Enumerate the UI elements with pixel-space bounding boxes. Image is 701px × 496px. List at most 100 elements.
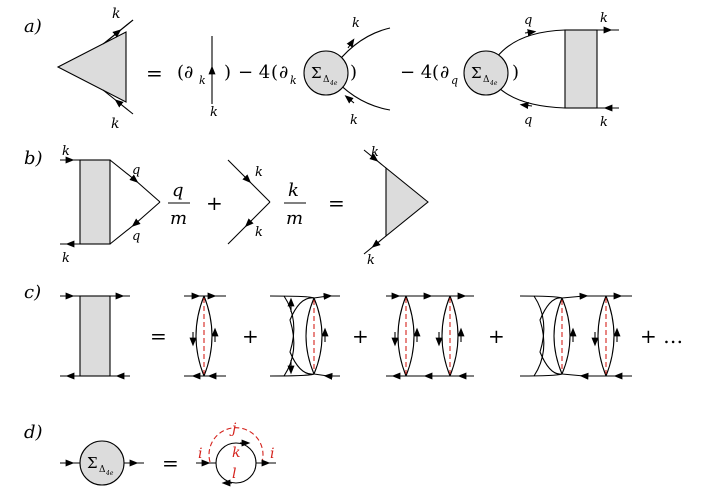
partial-sub-q: q (451, 74, 458, 87)
box-b (79, 159, 111, 245)
sigma-1: Σ (311, 64, 322, 82)
ladder-one-rung (184, 292, 226, 380)
b-label-k-bottom: k (62, 251, 70, 266)
b-triangle-top (109, 159, 161, 203)
b-label-k-v-top: k (255, 165, 263, 180)
c4-top-mid (561, 292, 606, 300)
panel-b: b) k k q q q m + k k k m = k k (24, 144, 429, 268)
b-rhs-leg-top (363, 149, 387, 169)
c4-cross-2 (533, 297, 563, 377)
c2-bottom-out (313, 372, 340, 380)
b-triangle-bottom (109, 201, 161, 245)
label-k-box-bottom: k (600, 115, 608, 130)
arrow-top-2 (346, 38, 355, 49)
self-energy-blob-d (79, 440, 125, 486)
plus-sign-c2: + (352, 324, 369, 348)
box-a (564, 29, 598, 109)
c1-loop-left (195, 295, 205, 377)
c2-loop-right (313, 297, 323, 375)
arrow-q-bottom (519, 102, 533, 110)
sigma-2: Σ (471, 64, 482, 82)
c4-bottom-mid (561, 372, 606, 380)
minus-four-2: − 4 (400, 62, 432, 83)
sigma-subsub-2: 4e (489, 80, 498, 87)
c4-r2 (605, 295, 615, 377)
sigma-sub-1: Δ (323, 75, 330, 85)
c2-top-in (269, 295, 315, 299)
c3-r2 (449, 295, 459, 377)
frac-k-num: k (288, 180, 299, 201)
ladder-crossed-one-rung (269, 292, 340, 380)
c2-top-out (313, 292, 340, 300)
ladder-two-rungs (386, 292, 474, 380)
c4-top-in (519, 295, 563, 299)
b-triangle-rhs (385, 166, 429, 238)
label-k-top: k (112, 6, 120, 22)
b-vertex-top (227, 159, 271, 203)
sigma-sub-2: Δ (483, 75, 490, 85)
c2-bottom-in (269, 373, 315, 377)
d-label-i-right: i (270, 446, 274, 462)
panel-c-label: c) (24, 282, 41, 303)
d-label-j: j (229, 421, 237, 437)
b-vertex-bottom (227, 201, 271, 245)
equals-sign-c: = (150, 324, 167, 348)
c1-loop-right (203, 295, 213, 377)
d-label-l: l (232, 466, 236, 482)
b-rhs-leg-bottom (363, 235, 387, 255)
label-q-bottom: q (524, 113, 532, 128)
b-rhs-k-bottom: k (367, 253, 375, 268)
partial-sub-k-2: k (290, 74, 297, 87)
arrow-q-top (524, 29, 537, 37)
d-loop-circle (215, 442, 257, 484)
box-c (79, 295, 111, 377)
b-label-q-top: q (132, 163, 140, 178)
sigma-d: Σ (87, 454, 98, 472)
partial-3: ∂ (440, 62, 449, 83)
self-energy-blob-2 (463, 50, 509, 96)
c4-l2 (597, 295, 607, 377)
label-k-box-top: k (600, 11, 608, 26)
c4-r1 (561, 297, 571, 375)
frac-m-den-2: m (286, 208, 303, 229)
equals-sign-b: = (328, 191, 345, 215)
equals-sign-d: = (162, 451, 179, 475)
panel-d-label: d) (24, 422, 43, 443)
plus-sign-c3: + (488, 324, 505, 348)
label-q-top: q (524, 13, 532, 28)
close-paren-3: ) (512, 62, 519, 83)
panel-a: a) k k = (∂ k k ) − 4 ( ∂ k (24, 6, 619, 132)
vertex-triangle-lhs: k k (56, 6, 134, 132)
panel-b-label: b) (24, 148, 43, 169)
c3-r1 (405, 295, 415, 377)
label-k-a2-bottom: k (350, 113, 358, 128)
minus-four-1: − 4 (238, 62, 270, 83)
sigma-subsub-d: 4e (105, 470, 114, 477)
partial-sub-k: k (199, 74, 206, 87)
frac-m-den-1: m (170, 208, 187, 229)
leg-arrow-top (102, 19, 134, 45)
partial-open: (∂ (177, 62, 193, 83)
vertex-triangle (56, 31, 127, 103)
b-label-k-v-bottom: k (255, 225, 263, 240)
open-paren-2: ( (271, 62, 278, 83)
frac-q-num: q (172, 180, 184, 201)
term-self-energy-k: ( ∂ k Σ Δ 4e k k ) (271, 16, 391, 128)
c3-l2 (441, 295, 451, 377)
arrow-bottom-2 (344, 95, 355, 104)
c2-loop-left (305, 297, 315, 375)
c3-l1 (397, 295, 407, 377)
panel-a-label: a) (24, 16, 42, 37)
c4-cross-1 (533, 295, 563, 375)
term-self-energy-q: ( ∂ q Σ Δ 4e ) q q k k (432, 11, 619, 130)
equals-sign-a: = (146, 61, 163, 85)
d-label-i-left: i (198, 446, 202, 462)
label-k-bottom: k (111, 116, 119, 132)
sigma-sub-d: Δ (99, 465, 106, 475)
partial-2: ∂ (279, 62, 288, 83)
close-paren-1: ) (224, 62, 231, 83)
label-k-a2-top: k (352, 16, 360, 31)
close-paren-2: ) (350, 62, 357, 83)
